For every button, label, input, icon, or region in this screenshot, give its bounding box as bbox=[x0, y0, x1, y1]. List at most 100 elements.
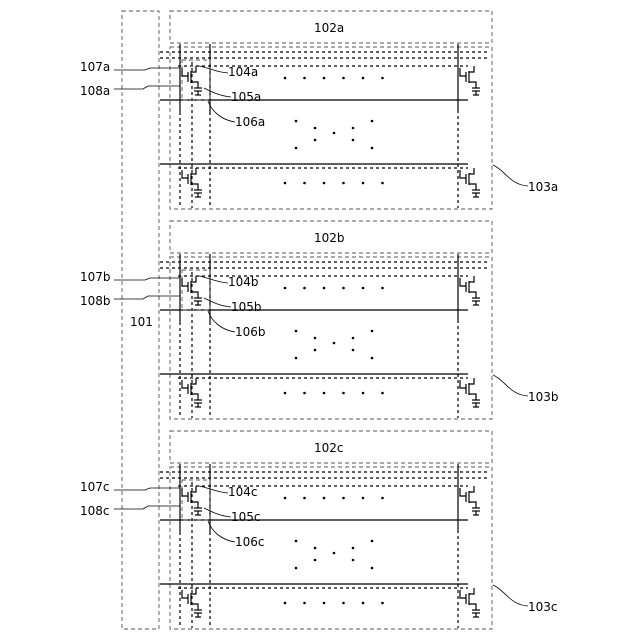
header-label: 102a bbox=[314, 21, 344, 35]
label-104: 104b bbox=[228, 275, 259, 289]
ellipsis-dot bbox=[333, 132, 336, 135]
ellipsis-dot bbox=[314, 139, 317, 142]
ellipsis-dot bbox=[314, 349, 317, 352]
ellipsis-dot bbox=[323, 182, 326, 185]
label-108: 108c bbox=[80, 504, 110, 518]
transistor-source bbox=[469, 394, 476, 400]
ellipsis-dot bbox=[371, 330, 374, 333]
ellipsis-dot bbox=[352, 559, 355, 562]
ellipsis-dot bbox=[381, 602, 384, 605]
label-105: 105a bbox=[231, 90, 261, 104]
ellipsis-dot bbox=[314, 337, 317, 340]
ellipsis-dot bbox=[362, 602, 365, 605]
ellipsis-dot bbox=[362, 497, 365, 500]
label-104: 104a bbox=[228, 65, 258, 79]
ellipsis-dot bbox=[362, 77, 365, 80]
leader-104 bbox=[199, 66, 228, 73]
ellipsis-dot bbox=[284, 497, 287, 500]
leader-103 bbox=[493, 375, 528, 396]
ellipsis-dot bbox=[362, 182, 365, 185]
ellipsis-dot bbox=[284, 77, 287, 80]
ellipsis-dot bbox=[323, 287, 326, 290]
ellipsis-dot bbox=[323, 497, 326, 500]
leader-103 bbox=[493, 585, 528, 606]
label-104: 104c bbox=[228, 485, 258, 499]
ellipsis-dot bbox=[371, 567, 374, 570]
ellipsis-dot bbox=[381, 392, 384, 395]
transistor-gate-wire bbox=[460, 590, 466, 598]
header-label: 102b bbox=[314, 231, 345, 245]
ellipsis-dot bbox=[303, 182, 306, 185]
label-106: 106b bbox=[235, 325, 266, 339]
leader-106 bbox=[208, 311, 235, 332]
label-107: 107c bbox=[80, 480, 110, 494]
leader-105 bbox=[204, 508, 231, 517]
transistor-gate-wire bbox=[182, 590, 188, 598]
ellipsis-dot bbox=[342, 602, 345, 605]
ellipsis-dot bbox=[381, 182, 384, 185]
ellipsis-dot bbox=[295, 120, 298, 123]
leader-106 bbox=[208, 521, 235, 542]
ellipsis-dot bbox=[295, 147, 298, 150]
ellipsis-dot bbox=[352, 127, 355, 130]
driver-label: 101 bbox=[130, 315, 153, 329]
transistor-source bbox=[469, 184, 476, 190]
transistor-source bbox=[469, 502, 476, 508]
ellipsis-dot bbox=[284, 602, 287, 605]
transistor-source bbox=[469, 604, 476, 610]
ellipsis-dot bbox=[284, 182, 287, 185]
transistor-drain bbox=[469, 588, 474, 594]
transistor-drain bbox=[469, 378, 474, 384]
ellipsis-dot bbox=[295, 357, 298, 360]
pixel-array-label: 103c bbox=[528, 600, 558, 614]
leader-105 bbox=[204, 88, 231, 97]
ellipsis-dot bbox=[371, 120, 374, 123]
transistor-drain bbox=[469, 66, 474, 72]
transistor-gate-wire bbox=[182, 488, 188, 496]
ellipsis-dot bbox=[333, 552, 336, 555]
transistor-drain bbox=[469, 486, 474, 492]
ellipsis-dot bbox=[352, 349, 355, 352]
ellipsis-dot bbox=[352, 547, 355, 550]
leader-105 bbox=[204, 298, 231, 307]
pixel-array-label: 103a bbox=[528, 180, 558, 194]
transistor-gate-wire bbox=[460, 170, 466, 178]
leader-104 bbox=[199, 486, 228, 493]
ellipsis-dot bbox=[342, 182, 345, 185]
circuit-block-3: 102c103c107c108c104c105c106c bbox=[80, 431, 558, 629]
label-106: 106c bbox=[235, 535, 265, 549]
transistor-gate-wire bbox=[460, 380, 466, 388]
label-106: 106a bbox=[235, 115, 265, 129]
ellipsis-dot bbox=[303, 392, 306, 395]
transistor-source bbox=[469, 82, 476, 88]
ellipsis-dot bbox=[295, 567, 298, 570]
transistor-gate-wire bbox=[182, 380, 188, 388]
ellipsis-dot bbox=[314, 547, 317, 550]
ellipsis-dot bbox=[381, 497, 384, 500]
label-105: 105b bbox=[231, 300, 262, 314]
ellipsis-dot bbox=[342, 287, 345, 290]
transistor-gate-wire bbox=[182, 278, 188, 286]
header-label: 102c bbox=[314, 441, 344, 455]
ellipsis-dot bbox=[381, 77, 384, 80]
ellipsis-dot bbox=[352, 337, 355, 340]
leader-104 bbox=[199, 276, 228, 283]
ellipsis-dot bbox=[323, 77, 326, 80]
transistor-gate-wire bbox=[182, 68, 188, 76]
transistor-drain bbox=[469, 276, 474, 282]
ellipsis-dot bbox=[323, 392, 326, 395]
transistor-drain bbox=[469, 168, 474, 174]
ellipsis-dot bbox=[295, 330, 298, 333]
ellipsis-dot bbox=[371, 147, 374, 150]
leader-103 bbox=[493, 165, 528, 186]
ellipsis-dot bbox=[342, 77, 345, 80]
ellipsis-dot bbox=[342, 497, 345, 500]
transistor-gate-wire bbox=[460, 278, 466, 286]
transistor-gate-wire bbox=[460, 488, 466, 496]
ellipsis-dot bbox=[314, 127, 317, 130]
ellipsis-dot bbox=[371, 357, 374, 360]
ellipsis-dot bbox=[352, 139, 355, 142]
ellipsis-dot bbox=[314, 559, 317, 562]
transistor-gate-wire bbox=[182, 170, 188, 178]
